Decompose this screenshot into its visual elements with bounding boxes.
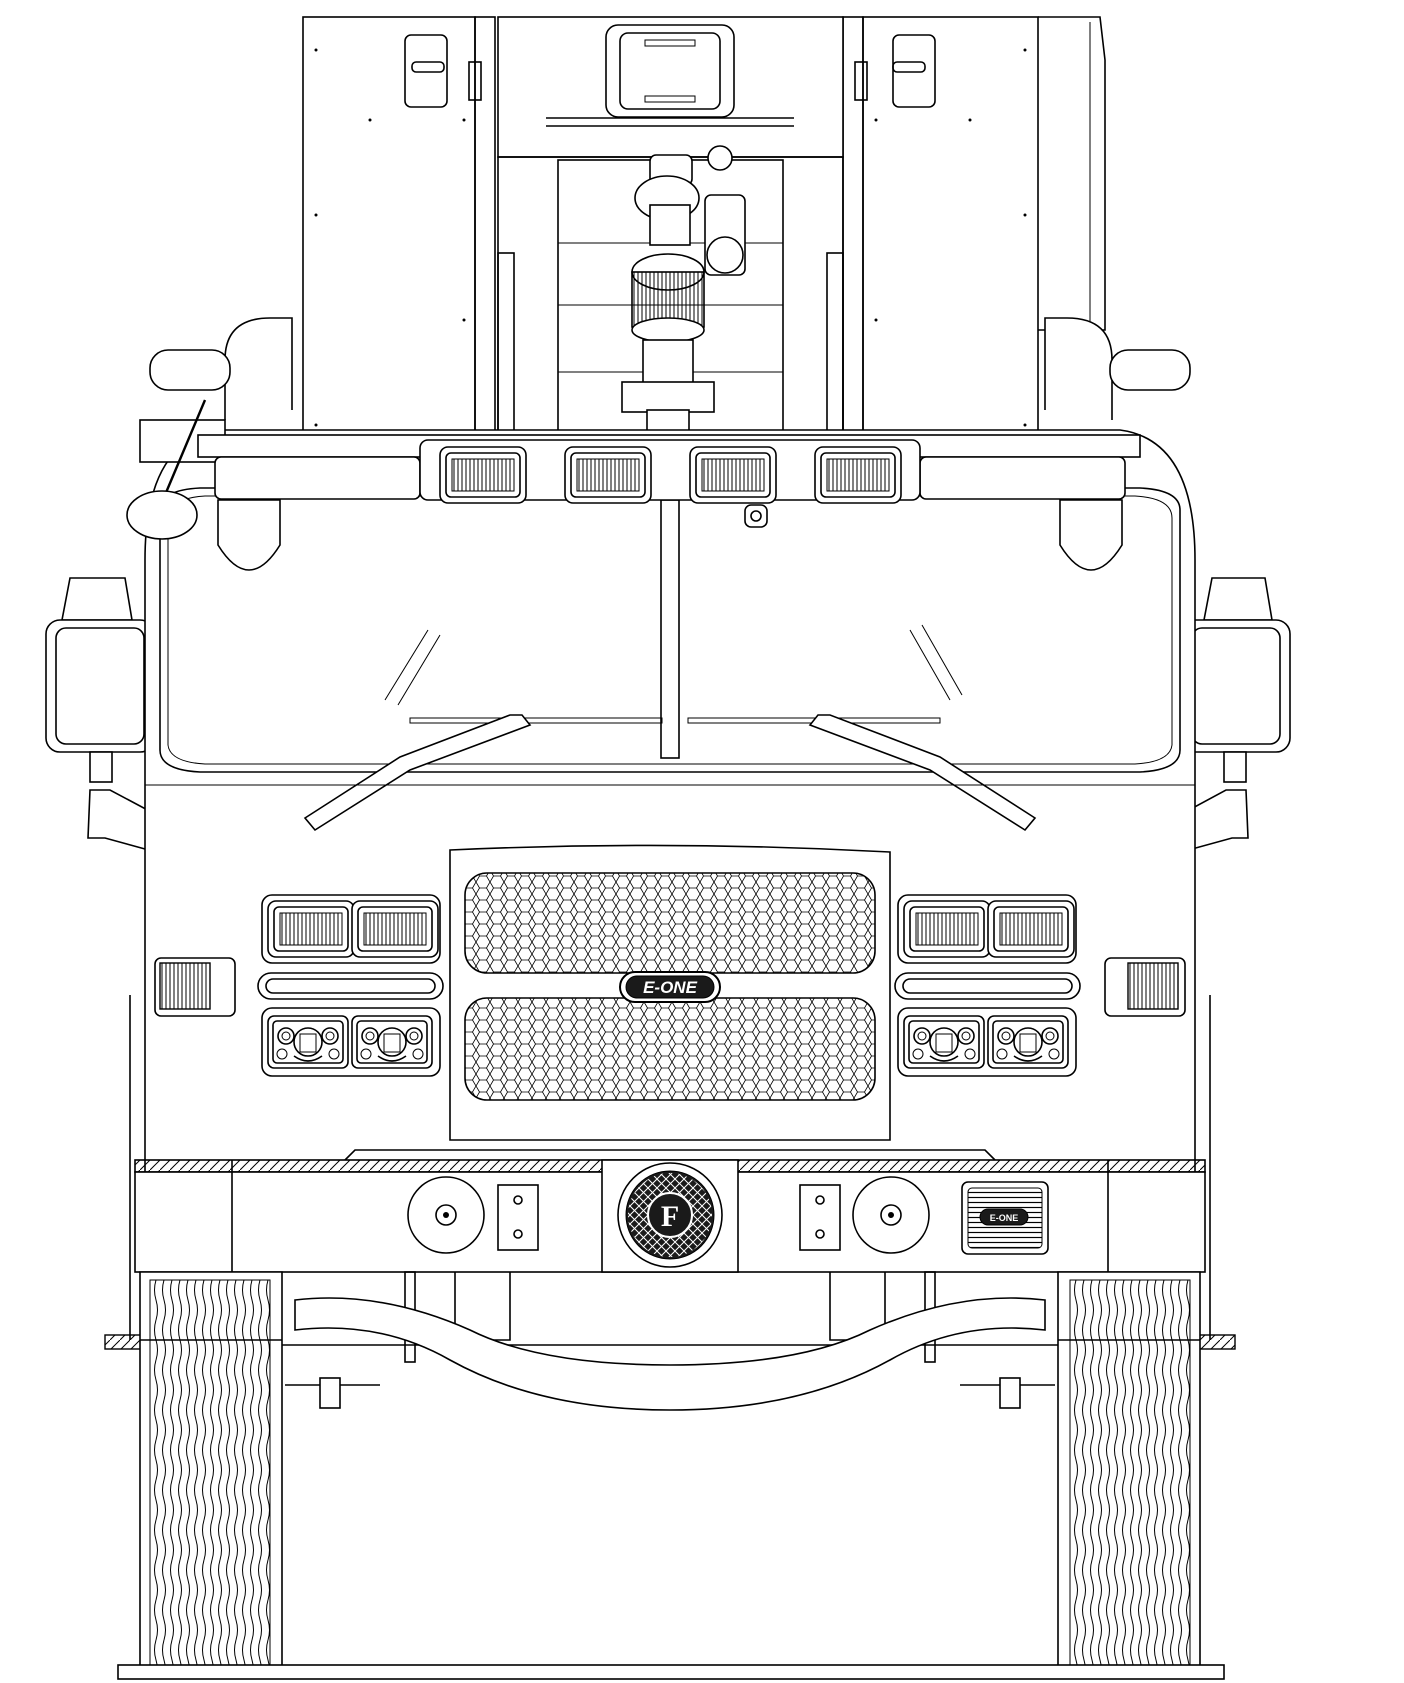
left-warning-light-inner [351, 900, 439, 958]
left-compartment-door [302, 16, 476, 435]
scene-light-3 [689, 446, 777, 504]
left-wiper [303, 714, 663, 832]
right-compartment-door [862, 16, 1039, 435]
top-lightbar [126, 317, 1191, 571]
scene-light-1 [439, 446, 527, 504]
windshield [159, 487, 1181, 773]
right-light-cluster [894, 894, 1186, 1077]
upper-body [302, 16, 1106, 436]
right-front-tire [1057, 1271, 1201, 1676]
pump-panel [497, 16, 844, 158]
left-front-tire [139, 1271, 283, 1676]
right-tow-plate [799, 1184, 841, 1251]
right-warning-light-outer [987, 900, 1075, 958]
grille-badge-text: E-ONE [643, 978, 698, 997]
lower-grille-mesh [464, 997, 876, 1101]
grille: E-ONE [449, 844, 891, 1141]
grille-badge [625, 975, 715, 999]
right-warning-light-inner [903, 900, 991, 958]
front-bumper: F E-ONE [134, 1149, 1206, 1273]
right-wiper [687, 714, 1037, 832]
ground-line [117, 1664, 1225, 1680]
panel-rivets [314, 48, 1027, 427]
upper-grille-mesh [464, 872, 876, 974]
right-side-turn-signal [1127, 962, 1179, 1010]
left-side-turn-signal [159, 962, 211, 1010]
scene-light-4 [814, 446, 902, 504]
speaker-badge-text: E-ONE [990, 1213, 1019, 1223]
right-door-handle [892, 34, 936, 108]
left-door-handle [404, 34, 448, 108]
center-post [660, 499, 680, 759]
left-warning-light-outer [267, 900, 355, 958]
left-headlamp-outer [267, 1015, 349, 1069]
scene-light-2 [564, 446, 652, 504]
front-axle [294, 1297, 1046, 1411]
left-headlamp-inner [351, 1015, 433, 1069]
left-tow-plate [497, 1184, 539, 1251]
right-headlamp-outer [987, 1015, 1069, 1069]
left-light-cluster [154, 894, 444, 1077]
left-marker-strip [257, 972, 444, 1000]
bumper-seal-letter: F [661, 1200, 679, 1233]
right-headlamp-inner [903, 1015, 985, 1069]
right-marker-strip [894, 972, 1081, 1000]
